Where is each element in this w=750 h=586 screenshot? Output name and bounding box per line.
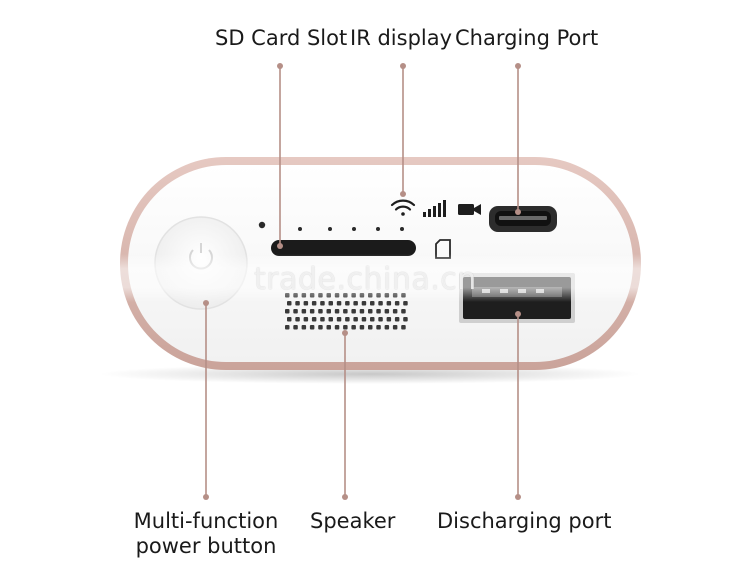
speaker-hole (320, 317, 325, 322)
speaker-hole (353, 317, 358, 322)
label-speaker: Speaker (310, 509, 396, 533)
speaker-hole (403, 301, 408, 306)
label-sd-card-slot: SD Card Slot (215, 26, 348, 50)
speaker-hole (303, 317, 309, 322)
indicator-dots (258, 221, 404, 231)
speaker-hole (320, 301, 325, 306)
speaker-hole (394, 317, 400, 322)
leader-lines (203, 63, 521, 500)
speaker-hole (343, 309, 348, 314)
speaker-hole (318, 325, 323, 330)
label-charging-port: Charging Port (455, 26, 599, 50)
speaker-hole (287, 317, 292, 322)
speaker-hole (401, 309, 406, 314)
speaker-hole (392, 309, 398, 314)
charging-port (489, 206, 557, 232)
speaker-hole (386, 301, 392, 306)
speaker-hole (392, 325, 398, 330)
label-multi-function-line1: Multi-function (133, 509, 279, 533)
speaker-hole (345, 317, 350, 322)
speaker-hole (384, 309, 390, 314)
speaker-hole (353, 301, 358, 306)
speaker-hole (336, 301, 342, 306)
speaker-hole (311, 301, 317, 306)
camera-icon (458, 204, 481, 215)
label-discharging-port: Discharging port (437, 509, 612, 533)
speaker-hole (376, 325, 381, 330)
speaker-hole (285, 309, 290, 314)
signal-bars-icon (423, 200, 446, 217)
speaker-hole (361, 301, 367, 306)
watermark-band (0, 254, 750, 302)
speaker-hole (359, 309, 365, 314)
label-multi-function-line2: power button (135, 534, 277, 558)
speaker-hole (351, 325, 356, 330)
speaker-hole (334, 309, 340, 314)
speaker-hole (368, 309, 373, 314)
speaker-hole (311, 317, 317, 322)
speaker-hole (370, 317, 375, 322)
speaker-hole (345, 301, 350, 306)
speaker-hole (287, 301, 292, 306)
sd-card-slot (271, 240, 416, 256)
wifi-icon (390, 199, 416, 216)
watermark: trade.china.cn (254, 262, 477, 297)
speaker-hole (334, 325, 340, 330)
speaker-hole (378, 317, 383, 322)
speaker-hole (351, 309, 356, 314)
speaker-hole (361, 317, 367, 322)
speaker-hole (326, 325, 331, 330)
speaker-hole (328, 301, 333, 306)
speaker-hole (309, 325, 315, 330)
speaker-hole (336, 317, 342, 322)
speaker-hole (295, 301, 300, 306)
speaker-hole (384, 325, 390, 330)
speaker-hole (309, 309, 315, 314)
speaker-hole (326, 309, 331, 314)
speaker-hole (295, 317, 300, 322)
label-ir-display: IR display (350, 26, 453, 50)
speaker-hole (343, 325, 348, 330)
speaker-hole (368, 325, 373, 330)
speaker-hole (359, 325, 365, 330)
speaker-hole (318, 309, 323, 314)
speaker-hole (378, 301, 383, 306)
speaker-hole (376, 309, 381, 314)
speaker-hole (293, 309, 298, 314)
speaker-hole (394, 301, 400, 306)
speaker-hole (401, 325, 406, 330)
speaker-hole (370, 301, 375, 306)
speaker-hole (403, 317, 408, 322)
speaker-hole (386, 317, 392, 322)
speaker-hole (301, 309, 307, 314)
speaker-hole (285, 325, 290, 330)
speaker-hole (328, 317, 333, 322)
speaker-hole (301, 325, 307, 330)
speaker-hole (303, 301, 309, 306)
label-multi-function-power-button: Multi-function power button (113, 509, 299, 559)
speaker-hole (293, 325, 298, 330)
